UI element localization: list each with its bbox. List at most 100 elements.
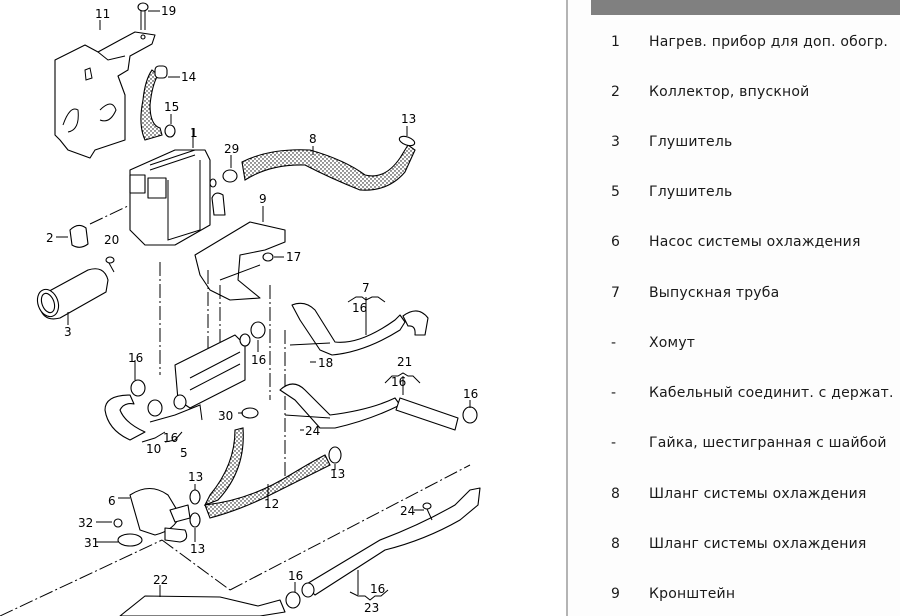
screw-20-drawing (105, 256, 115, 273)
part-description: Коллектор, впускной (649, 84, 810, 100)
callout-23: 23 (364, 601, 379, 615)
part-number: - (611, 435, 617, 451)
callout-30: 30 (218, 409, 233, 423)
callout-6: 6 (108, 494, 116, 508)
assembly-line (229, 464, 471, 591)
callout-3: 3 (64, 325, 72, 339)
part-number: 5 (611, 184, 620, 200)
callout-19: 19 (161, 4, 176, 18)
pane-separator[interactable] (566, 0, 568, 616)
muffler-5-drawing (149, 333, 251, 423)
part-number: 1 (611, 34, 620, 50)
exhaust-pipe-7-drawing (289, 302, 429, 356)
callout-16-pipe7: 16 (352, 301, 367, 315)
bolt-19-drawing (137, 2, 160, 30)
part-number: - (611, 385, 617, 401)
clip-15-drawing (164, 114, 176, 138)
part-description: Глушитель (649, 134, 733, 150)
parts-list-header (591, 0, 900, 15)
callout-8: 8 (309, 132, 317, 146)
part-number: 3 (611, 134, 620, 150)
parts-list-row[interactable]: 3 Глушитель (568, 134, 900, 154)
parts-list-row[interactable]: - Гайка, шестигранная с шайбой (568, 435, 900, 455)
callout-22: 22 (153, 573, 168, 587)
callout-20: 20 (104, 233, 119, 247)
parts-list-row[interactable]: - Хомут (568, 335, 900, 355)
diagram-canvas: 11 19 14 15 1 29 8 13 9 17 2 20 3 7 16 1… (0, 2, 481, 616)
callout-16-left: 16 (128, 351, 143, 365)
pipe-23-drawing (301, 487, 481, 598)
parts-list-row[interactable]: 9 Кронштейн (568, 586, 900, 606)
part-number: 8 (611, 536, 620, 552)
tube-14-drawing (140, 65, 180, 141)
callout-5: 5 (180, 446, 188, 460)
callout-14: 14 (181, 70, 196, 84)
part-description: Глушитель (649, 184, 733, 200)
collector-2-drawing (56, 204, 131, 248)
leader-lines (96, 20, 471, 601)
exhaust-pipe-21-drawing (279, 383, 459, 431)
hose-8-drawing (222, 126, 416, 191)
parts-list-row[interactable]: 8 Шланг системы охлаждения (568, 486, 900, 506)
part-description: Гайка, шестигранная с шайбой (649, 435, 887, 451)
part-number: 8 (611, 486, 620, 502)
callout-13-bottom: 13 (190, 542, 205, 556)
exploded-parts-diagram: 11 19 14 15 1 29 8 13 9 17 2 20 3 7 16 1… (0, 2, 481, 616)
part-number: - (611, 335, 617, 351)
pump-6-drawing (113, 487, 191, 547)
parts-list-row[interactable]: 2 Коллектор, впускной (568, 84, 900, 104)
callout-1: 1 (190, 126, 198, 140)
part-number: 6 (611, 234, 620, 250)
part-number: 2 (611, 84, 620, 100)
callout-16-pipe23: 16 (370, 582, 385, 596)
parts-list-row[interactable]: 8 Шланг системы охлаждения (568, 536, 900, 556)
callout-10: 10 (146, 442, 161, 456)
callout-16-pipe21: 16 (391, 375, 406, 389)
bracket-11-drawing (54, 31, 156, 159)
callout-13-top: 13 (401, 112, 416, 126)
parts-list-row[interactable]: 5 Глушитель (568, 184, 900, 204)
part-description: Хомут (649, 335, 696, 351)
callout-9: 9 (259, 192, 267, 206)
callout-11: 11 (95, 7, 110, 21)
heater-1-drawing (129, 128, 226, 246)
muffler-3-drawing (36, 268, 109, 325)
parts-list-row[interactable]: - Кабельный соединит. с держат. (568, 385, 900, 405)
part-number: 7 (611, 285, 620, 301)
clip-16-drawing (130, 321, 478, 609)
callout-31: 31 (84, 536, 99, 550)
parts-list-row[interactable]: 1 Нагрев. прибор для доп. обогр. (568, 34, 900, 54)
assembly-line (161, 539, 231, 591)
callout-18: 18 (318, 356, 333, 370)
hose-12-drawing (189, 407, 342, 528)
part-number: 9 (611, 586, 620, 602)
part-description: Кронштейн (649, 586, 736, 602)
callout-12: 12 (264, 497, 279, 511)
callout-15: 15 (164, 100, 179, 114)
callout-32: 32 (78, 516, 93, 530)
callout-29: 29 (224, 142, 239, 156)
callout-2: 2 (46, 231, 54, 245)
part-description: Выпускная труба (649, 285, 780, 301)
part-description: Шланг системы охлаждения (649, 486, 867, 502)
part-description: Кабельный соединит. с держат. (649, 385, 894, 401)
assembly-line (0, 539, 163, 616)
callout-13-right: 13 (330, 467, 345, 481)
callout-16-muffler: 16 (251, 353, 266, 367)
callout-24-upper: 24 (305, 424, 320, 438)
parts-list-row[interactable]: 7 Выпускная труба (568, 285, 900, 305)
part-description: Нагрев. прибор для доп. обогр. (649, 34, 889, 50)
part-description: Насос системы охлаждения (649, 234, 861, 250)
part-description: Шланг системы охлаждения (649, 536, 867, 552)
callout-16-bottom: 16 (163, 431, 178, 445)
callout-21: 21 (397, 355, 412, 369)
parts-list-row[interactable]: 6 Насос системы охлаждения (568, 234, 900, 254)
pipe-22-drawing (119, 585, 286, 616)
callout-16-right: 16 (463, 387, 478, 401)
parts-list: 1 Нагрев. прибор для доп. обогр. 2 Колле… (568, 0, 900, 616)
callout-17: 17 (286, 250, 301, 264)
callout-24-lower: 24 (400, 504, 415, 518)
callout-7: 7 (362, 281, 370, 295)
pipe-10-drawing (104, 394, 146, 441)
callout-13-mid: 13 (188, 470, 203, 484)
